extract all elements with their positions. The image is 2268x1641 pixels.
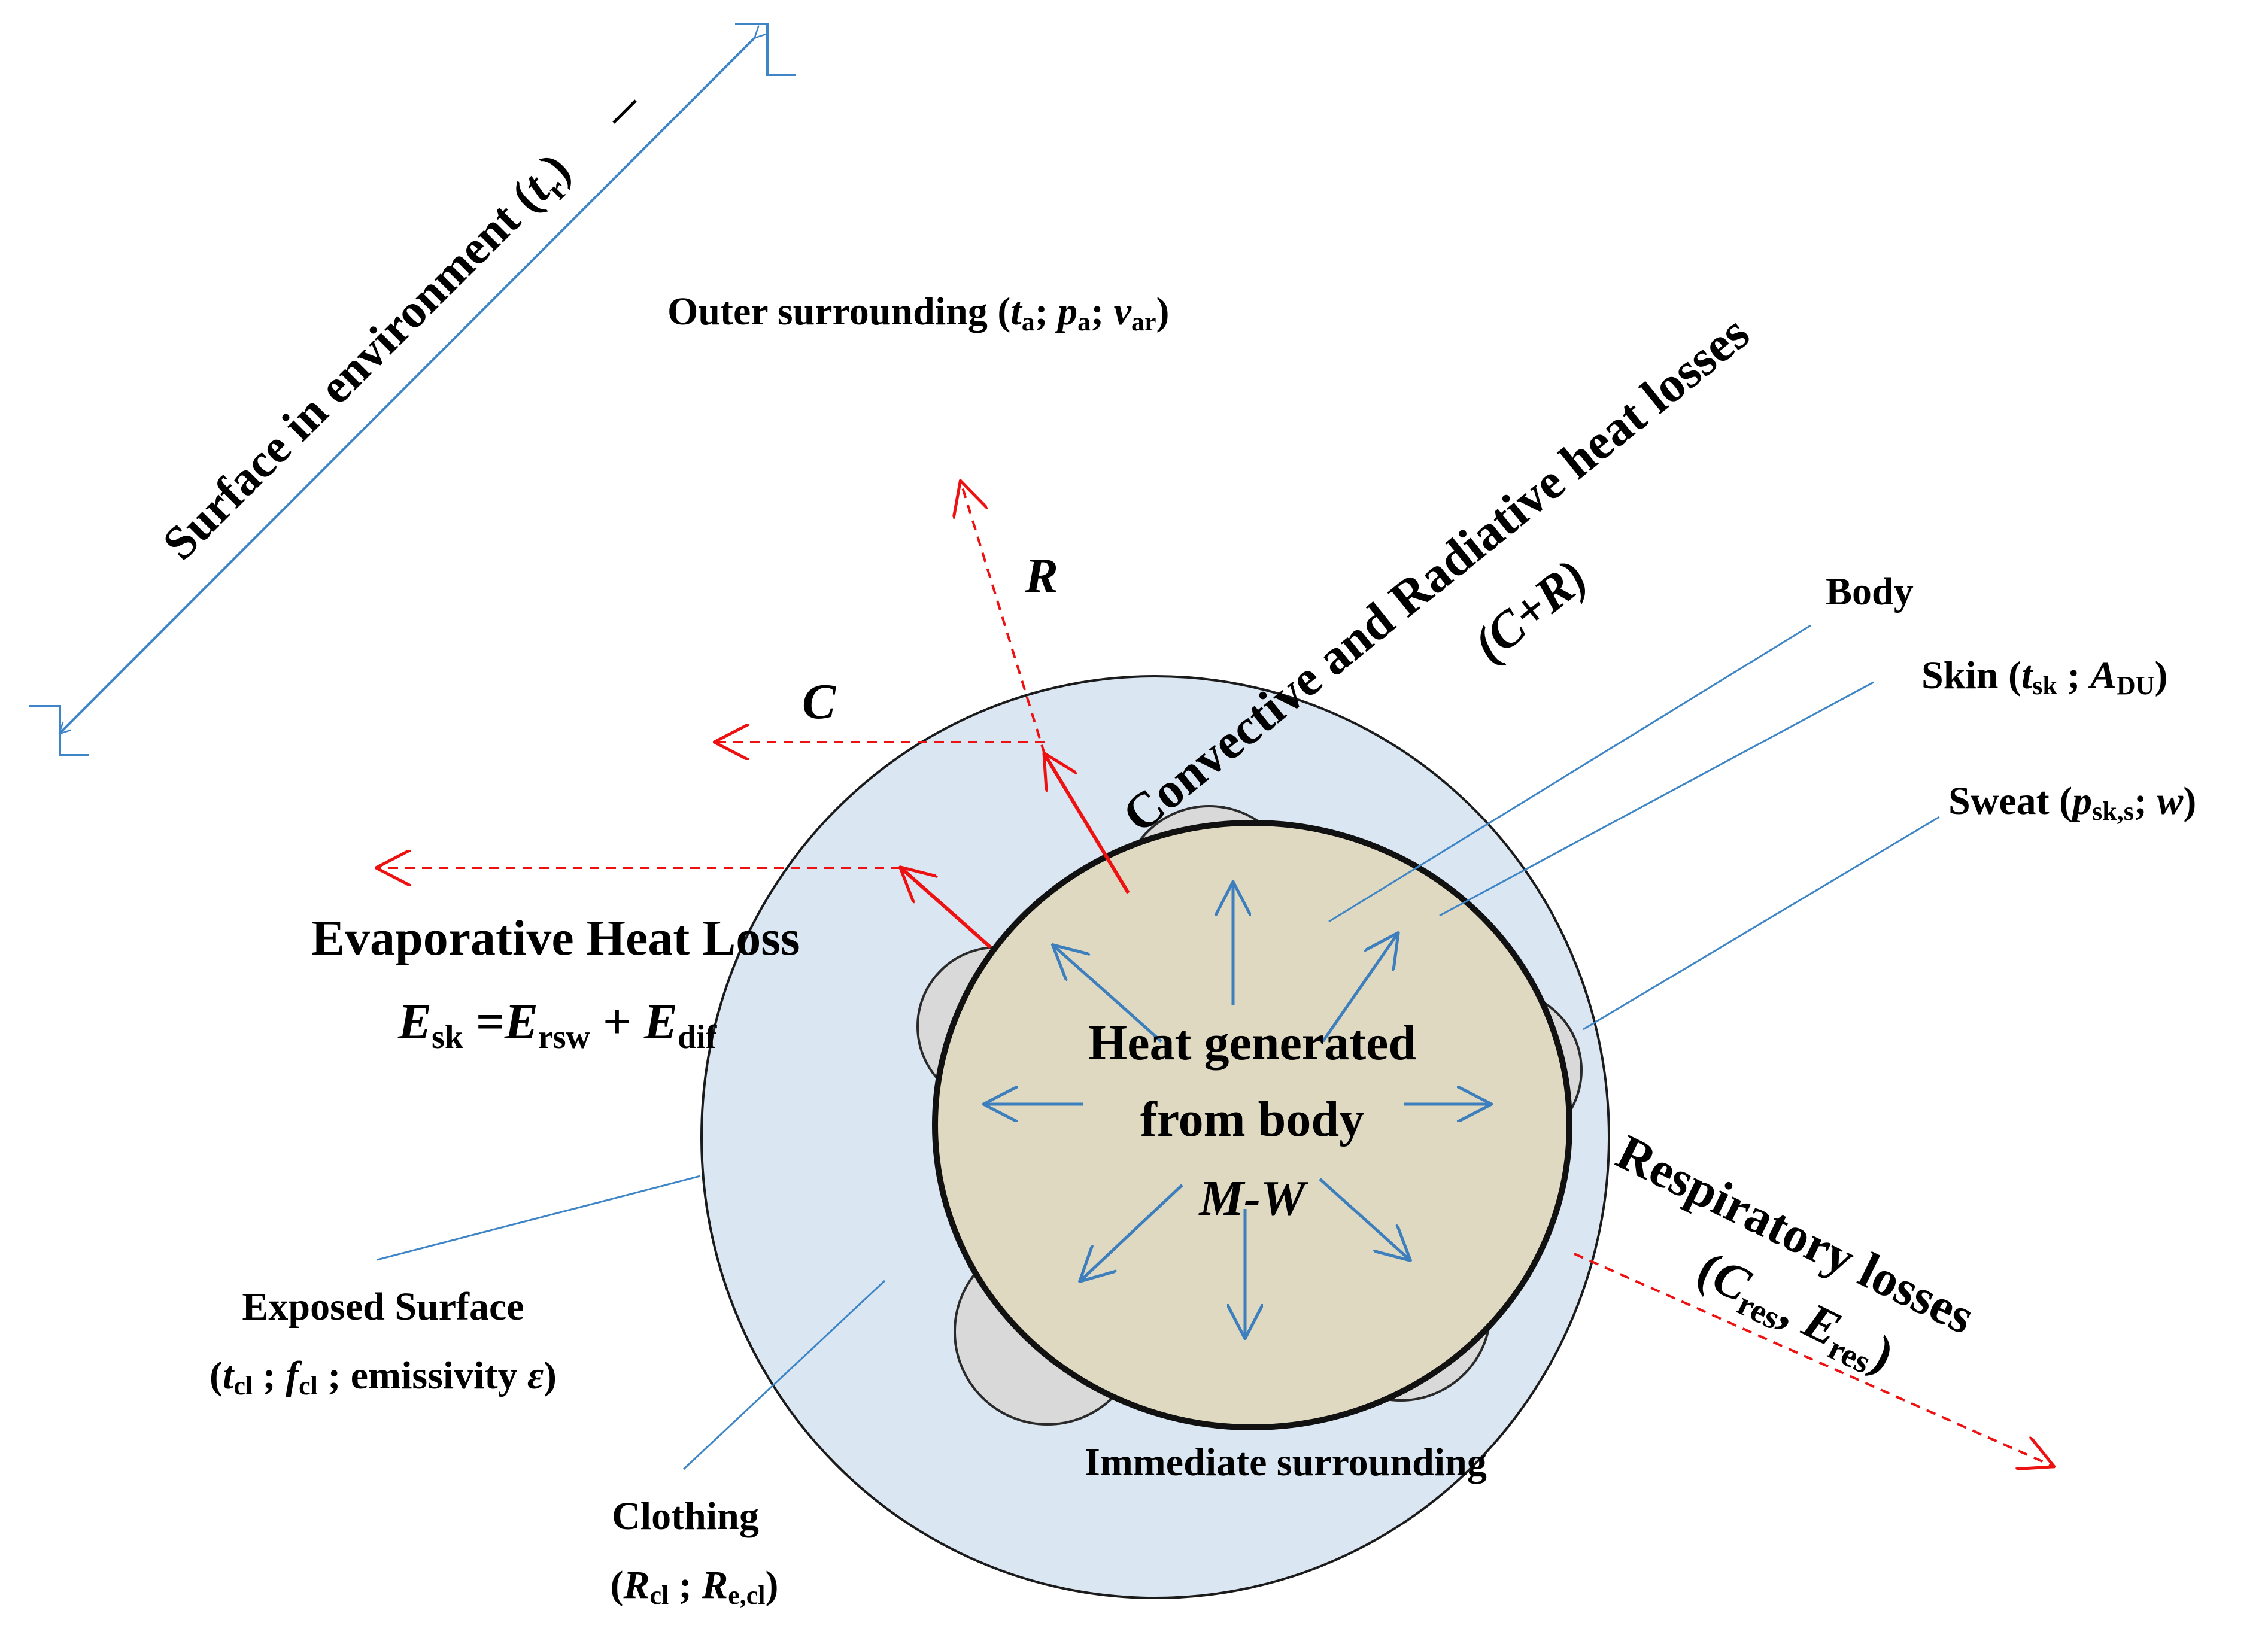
convective-label: C bbox=[802, 674, 836, 730]
exposed-surface-title: Exposed Surface bbox=[242, 1285, 524, 1329]
heat-arrow-down-right bbox=[1319, 1178, 1410, 1260]
environment-surface-label: Surface in environment (tr) bbox=[153, 143, 585, 575]
evaporative-equation: Esk =Ersw + Edif bbox=[397, 994, 718, 1056]
heat-loss-arrows bbox=[377, 482, 2053, 1466]
heat-label-line2: from body bbox=[1140, 1092, 1364, 1147]
outer-surrounding-label: Outer surrounding (ta; pa; var) bbox=[667, 290, 1169, 336]
evaporative-title: Evaporative Heat Loss bbox=[311, 910, 800, 966]
mean-radiant-overbar bbox=[612, 99, 637, 124]
heat-generated-label: Heat generated from body M-W bbox=[1088, 1015, 1416, 1226]
radiative-arrow-solid bbox=[1045, 754, 1130, 894]
exposed-surface-leader bbox=[377, 1175, 701, 1261]
skin-label: Skin (tsk ; ADU) bbox=[1921, 654, 2167, 700]
heat-generation-arrows bbox=[985, 883, 1490, 1338]
exposed-surface-params: (tcl ; fcl ; emissivity ε) bbox=[210, 1354, 557, 1400]
clothing-params: (Rcl ; Re,cl) bbox=[610, 1563, 778, 1610]
immediate-surrounding-label: Immediate surrounding bbox=[1085, 1441, 1487, 1484]
heat-arrow-up-left bbox=[1053, 946, 1162, 1043]
heat-arrow-down-left bbox=[1080, 1184, 1183, 1281]
heat-label-line1: Heat generated bbox=[1088, 1015, 1416, 1071]
evaporative-arrow-solid bbox=[901, 868, 992, 949]
environment-surface: Surface in environment (tr) bbox=[29, 23, 796, 756]
radiative-label: R bbox=[1024, 548, 1058, 604]
sweat-label: Sweat (psk,s; w) bbox=[1948, 779, 2196, 826]
environment-bracket-top bbox=[735, 23, 796, 76]
conv-rad-label: Convective and Radiative heat losses bbox=[1112, 305, 1759, 843]
heat-arrow-up-right bbox=[1321, 934, 1398, 1043]
radiative-arrow-dashed bbox=[961, 482, 1046, 755]
body-leader bbox=[1328, 624, 1811, 923]
environment-bracket-bottom bbox=[29, 705, 89, 756]
sweat-leader bbox=[1583, 816, 1940, 1031]
body-label: Body bbox=[1826, 570, 1914, 613]
heat-label-line3: M-W bbox=[1198, 1171, 1308, 1226]
environment-surface-line bbox=[60, 37, 755, 733]
clothing-leader bbox=[682, 1280, 886, 1470]
leader-lines bbox=[377, 624, 1940, 1470]
skin-leader bbox=[1439, 681, 1874, 917]
clothing-title: Clothing bbox=[612, 1494, 759, 1538]
respiratory-arrow bbox=[1574, 1253, 2053, 1466]
